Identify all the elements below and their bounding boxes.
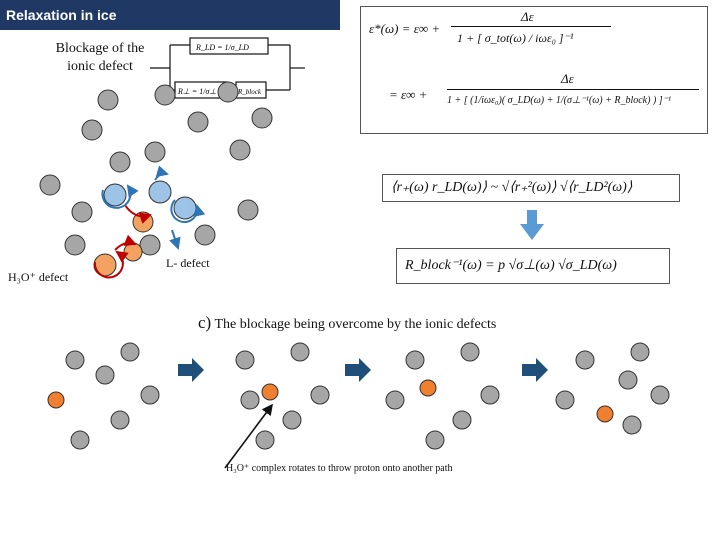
blockage-label: Blockage of the ionic defect	[40, 40, 160, 76]
molecule	[229, 139, 251, 161]
caption-letter: c)	[198, 313, 212, 332]
molecule	[154, 84, 176, 106]
eq2-denominator: 1 + [ (1/iωε₀)( σ_LD(ω) + 1/(σ⊥⁻¹(ω) + R…	[447, 95, 671, 106]
molecule	[109, 151, 131, 173]
pointer-line	[224, 403, 273, 469]
eq2-lhs: = ε∞ +	[389, 87, 428, 102]
sequence-panel	[555, 342, 670, 435]
block-resistance-equation-box: R_block⁻¹(ω) = p √σ⊥(ω) √σ_LD(ω)	[396, 248, 670, 284]
step-arrow	[345, 358, 371, 382]
sequence-panel	[47, 342, 160, 450]
eq2-numerator: Δε	[561, 71, 574, 86]
molecule	[139, 234, 161, 256]
molecule	[251, 107, 273, 129]
defect-blue	[103, 183, 127, 207]
ice-lattice	[39, 81, 273, 279]
molecule	[97, 89, 119, 111]
equation-box: ε*(ω) = ε∞ + Δε 1 + [ σ_tot(ω) / iωε₀ ]⁻…	[360, 6, 708, 134]
correlation-equation-box: ⟨r₊(ω) r_LD(ω)⟩ ~ √⟨r₊²(ω)⟩ √⟨r_LD²(ω)⟩	[382, 174, 680, 202]
blockage-label-line2: ionic defect	[67, 59, 133, 74]
molecule	[217, 81, 239, 103]
slide-title: Relaxation in ice	[0, 0, 340, 30]
eq1-numerator: Δε	[521, 9, 534, 24]
eq1-lhs: ε*(ω) = ε∞ +	[369, 21, 441, 36]
molecule	[39, 174, 61, 196]
circuit-diagram	[150, 37, 305, 99]
step-arrow	[178, 358, 204, 382]
molecule	[81, 119, 103, 141]
rotation-label: H₃O⁺ complex rotates to throw proton ont…	[226, 463, 453, 474]
defect-blue	[148, 180, 172, 204]
down-arrow	[520, 210, 544, 240]
defect-blue	[173, 196, 197, 220]
eq1-denominator: 1 + [ σ_tot(ω) / iωε₀ ]⁻¹	[457, 31, 574, 45]
circuit-r-block: R_block	[237, 88, 262, 96]
correlation-equation: ⟨r₊(ω) r_LD(ω)⟩ ~ √⟨r₊²(ω)⟩ √⟨r_LD²(ω)⟩	[391, 180, 633, 195]
block-resistance-equation: R_block⁻¹(ω) = p √σ⊥(ω) √σ_LD(ω)	[405, 258, 617, 273]
caption: c) The blockage being overcome by the io…	[198, 313, 496, 333]
sequence-panel	[235, 342, 330, 450]
molecule	[71, 201, 93, 223]
l-defect-label: L- defect	[166, 256, 210, 270]
sequence-panel	[385, 342, 500, 450]
molecule	[237, 199, 259, 221]
circuit-r-perp: R⊥ = 1/σ⊥	[177, 87, 216, 96]
molecule	[187, 111, 209, 133]
molecule	[64, 234, 86, 256]
caption-text: The blockage being overcome by the ionic…	[211, 317, 497, 332]
molecule	[144, 141, 166, 163]
eq2-fraction-bar	[447, 89, 699, 90]
defect-orange	[123, 242, 143, 262]
h3o-defect-label: H₃O⁺ defect	[8, 270, 69, 284]
eq1-fraction-bar	[451, 26, 611, 27]
blockage-label-line1: Blockage of the	[55, 41, 145, 56]
step-arrow	[522, 358, 548, 382]
molecule	[194, 224, 216, 246]
circuit-r-ld: R_LD = 1/σ_LD	[195, 43, 249, 52]
